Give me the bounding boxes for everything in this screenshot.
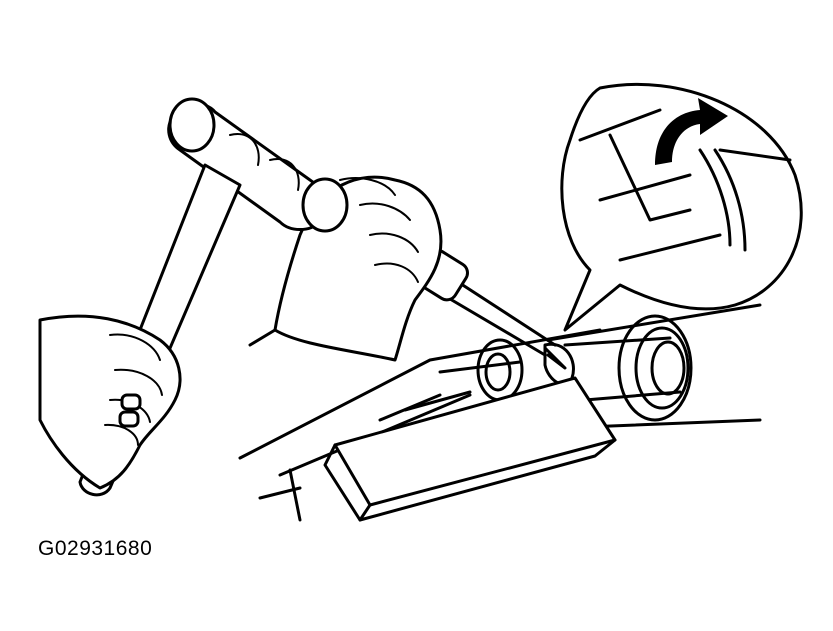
hammer-head — [167, 97, 349, 233]
shaft — [563, 314, 693, 422]
zoom-callout — [560, 82, 803, 332]
hand-holding-hammer — [38, 314, 182, 490]
figure-code: G02931680 — [38, 537, 153, 560]
curved-arrow-icon — [655, 98, 728, 165]
vise-block — [288, 376, 617, 522]
